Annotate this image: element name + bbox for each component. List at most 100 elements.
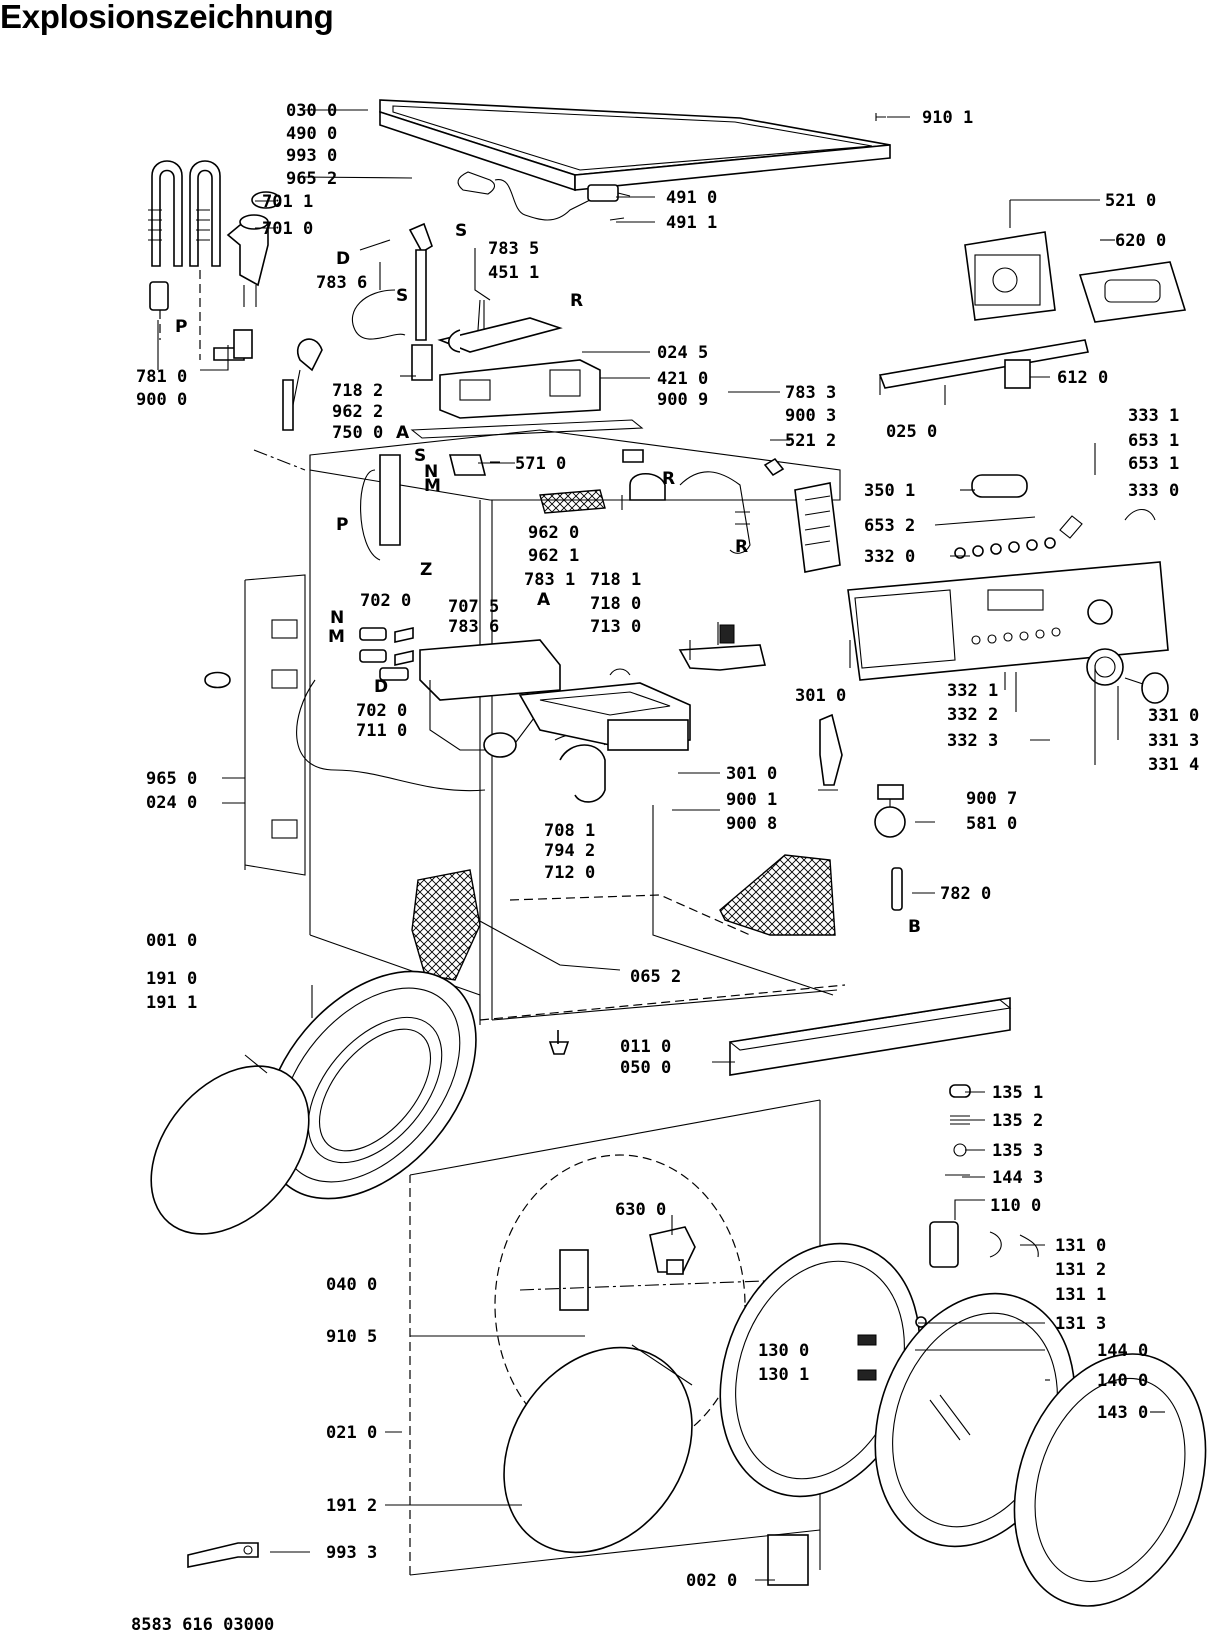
- callout-label: 144 3: [992, 1168, 1043, 1188]
- callout-label: 965 2: [286, 169, 337, 189]
- callout-label: 653 2: [864, 516, 915, 536]
- callout-label: 301 0: [726, 764, 777, 784]
- callout-label: R: [570, 291, 583, 311]
- callout-label: S: [396, 286, 408, 306]
- callout-label: 702 0: [360, 591, 411, 611]
- callout-label: 030 0: [286, 101, 337, 121]
- top-cover-part: [379, 99, 891, 192]
- electronics-module-part: [964, 231, 1056, 321]
- callout-label: 002 0: [686, 1571, 737, 1591]
- drawing-number: 8583 616 03000: [131, 1615, 274, 1634]
- callout-label: 332 1: [947, 681, 998, 701]
- callout-label: 301 0: [795, 686, 846, 706]
- door-lock-part: [649, 1226, 696, 1275]
- callout-label: 711 0: [356, 721, 407, 741]
- inlet-valve-part: [213, 191, 281, 361]
- callout-label: 783 6: [448, 617, 499, 637]
- tube-part: [539, 489, 606, 514]
- callout-label: 135 1: [992, 1083, 1043, 1103]
- callout-label: M: [424, 476, 441, 496]
- callout-label: P: [175, 317, 187, 337]
- callout-label: 332 3: [947, 731, 998, 751]
- callout-label: 783 1: [524, 570, 575, 590]
- frame-rail-part: [410, 419, 644, 439]
- drawer-handle-part: [609, 624, 766, 676]
- callout-label: 783 6: [316, 273, 367, 293]
- leader-lines: [157, 109, 1165, 1581]
- front-panel-part: [409, 1099, 821, 1576]
- callout-label: 701 0: [262, 219, 313, 239]
- callout-label: S: [414, 446, 426, 466]
- page-title: Explosionszeichnung: [0, 0, 334, 35]
- callout-label: 702 0: [356, 701, 407, 721]
- tool-part: [187, 1542, 259, 1568]
- callout-label: 713 0: [590, 617, 641, 637]
- callout-label: 653 1: [1128, 431, 1179, 451]
- callout-label: 718 0: [590, 594, 641, 614]
- callout-label: A: [396, 423, 410, 443]
- callout-label: 521 0: [1105, 191, 1156, 211]
- callout-label: 191 1: [146, 993, 197, 1013]
- door-seal-part: [263, 970, 477, 1200]
- heater-assembly-part: [437, 299, 563, 353]
- callout-label: 331 3: [1148, 731, 1199, 751]
- small-hardware-part: [945, 1084, 971, 1176]
- callout-labels: 030 0 490 0 993 0 965 2 910 1 701 1 701 …: [136, 101, 1199, 1591]
- callout-label: 331 0: [1148, 706, 1199, 726]
- dispenser-housing-part: [419, 639, 606, 803]
- callout-label: N: [330, 608, 344, 628]
- callout-label: 612 0: [1057, 368, 1108, 388]
- callout-label: 750 0: [332, 423, 383, 443]
- callout-label: 011 0: [620, 1037, 671, 1057]
- callout-label: 781 0: [136, 367, 187, 387]
- door-outer-part: [1013, 1353, 1207, 1607]
- callout-label: 451 1: [488, 263, 539, 283]
- callout-label: 421 0: [657, 369, 708, 389]
- callout-label: 110 0: [990, 1196, 1041, 1216]
- callout-label: 332 2: [947, 705, 998, 725]
- callout-label: 350 1: [864, 481, 915, 501]
- callout-label: 135 2: [992, 1111, 1043, 1131]
- clamp-ring-part: [150, 1054, 310, 1235]
- switch-clips-part: [1059, 508, 1156, 539]
- panel-rail-part: [878, 339, 1089, 395]
- callout-label: 712 0: [544, 863, 595, 883]
- callout-label: 191 2: [326, 1496, 377, 1516]
- callout-label: 900 7: [966, 789, 1017, 809]
- callout-label: R: [735, 537, 748, 557]
- callout-label: 050 0: [620, 1058, 671, 1078]
- callout-label: 135 3: [992, 1141, 1043, 1161]
- button-strip-part: [934, 474, 1056, 559]
- callout-label: 900 1: [726, 790, 777, 810]
- dispenser-drawer-part: [518, 682, 691, 751]
- callout-label: 962 0: [528, 523, 579, 543]
- callout-label: 131 2: [1055, 1260, 1106, 1280]
- callout-label: 024 0: [146, 793, 197, 813]
- callout-label: B: [908, 917, 921, 937]
- door-lock-lever-part: [819, 713, 843, 786]
- rear-panel-part: [204, 574, 306, 876]
- callout-label: 490 0: [286, 124, 337, 144]
- callout-label: 910 1: [922, 108, 973, 128]
- callout-label: 900 8: [726, 814, 777, 834]
- callout-label: 707 5: [448, 597, 499, 617]
- control-panel-part: [847, 561, 1169, 681]
- callout-label: 332 0: [864, 547, 915, 567]
- screw-910-1: [875, 113, 886, 121]
- callout-label: 581 0: [966, 814, 1017, 834]
- callout-label: 910 5: [326, 1327, 377, 1347]
- manual-part: [767, 1534, 809, 1586]
- callout-label: 962 1: [528, 546, 579, 566]
- callout-label: 794 2: [544, 841, 595, 861]
- callout-label: 965 0: [146, 769, 197, 789]
- callout-label: 491 0: [666, 188, 717, 208]
- callout-label: 708 1: [544, 821, 595, 841]
- callout-label: 718 2: [332, 381, 383, 401]
- hose-assembly-part: [360, 449, 785, 561]
- callout-label: 144 0: [1097, 1341, 1148, 1361]
- inlet-hose-part: [148, 160, 221, 360]
- callout-label: 130 0: [758, 1341, 809, 1361]
- callout-label: 783 3: [785, 383, 836, 403]
- callout-label: 130 1: [758, 1365, 809, 1385]
